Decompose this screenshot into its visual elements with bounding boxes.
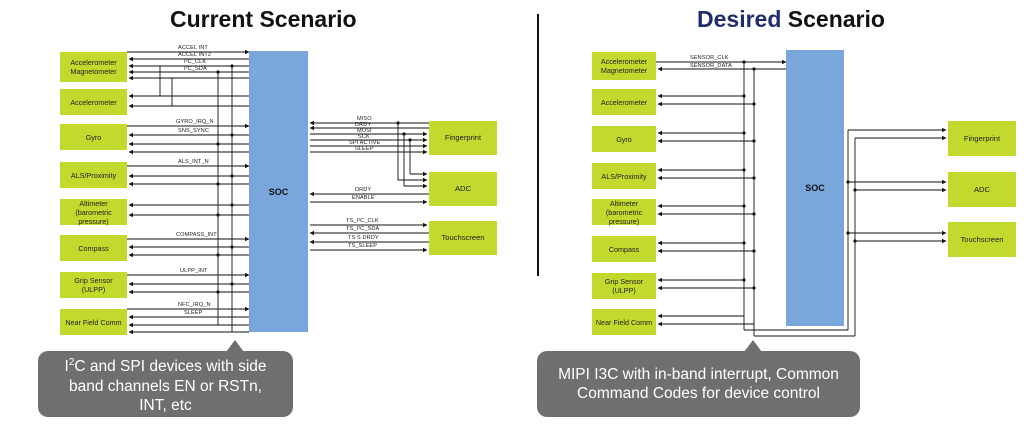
left-device-accel-mag: Accelerometer Magnetometer xyxy=(60,52,127,82)
signal-accel-int2: ACCEL INT2 xyxy=(178,52,212,58)
left-callout-line-1: I2C and SPI devices with side xyxy=(64,357,267,376)
signal-ts-clk: TS_I²C_CLK xyxy=(346,218,379,224)
left-peripheral-fingerprint: Fingerprint xyxy=(429,121,497,155)
right-title-accent: Desired xyxy=(697,6,782,32)
signal-sleep: SLEEP xyxy=(184,310,203,316)
right-device-altimeter: Altimeter (barometric pressure) xyxy=(592,199,656,226)
right-device-gyro: Gyro xyxy=(592,126,656,152)
signal-ulpp-int: ULPP_INT xyxy=(180,268,208,274)
right-peripheral-fingerprint: Fingerprint xyxy=(948,121,1016,156)
right-peripheral-touchscreen: Touchscreen xyxy=(948,222,1016,257)
right-callout-pointer xyxy=(744,340,762,352)
scenario-divider xyxy=(537,14,539,276)
signal-drdy: DRDY xyxy=(355,122,372,128)
left-peripheral-adc: ADC xyxy=(429,172,497,206)
left-callout-line-3: INT, etc xyxy=(139,396,192,414)
signal-sns-sync: SNS_SYNC xyxy=(178,128,209,134)
right-peripheral-adc: ADC xyxy=(948,172,1016,207)
right-soc: SOC xyxy=(786,50,844,326)
left-device-nfc: Near Field Comm xyxy=(60,309,127,335)
signal-accel-int: ACCEL INT xyxy=(178,45,208,51)
right-title: Desired Scenario xyxy=(697,6,885,33)
signal-i2c-sda: I²C_SDA xyxy=(184,66,207,72)
signal-ts-sda: TS_I²C_SDA xyxy=(346,226,380,232)
right-title-rest: Scenario xyxy=(781,6,885,32)
signal-mosi: MOSI xyxy=(357,128,372,134)
left-title: Current Scenario xyxy=(170,6,357,32)
signal-ts-sleep: TS_SLEEP xyxy=(348,243,378,249)
signal-ts-drdy: TS S DRDY xyxy=(348,235,379,241)
signal-sensor-clk: SENSOR_CLK xyxy=(690,55,729,61)
signal-miso: MISO xyxy=(357,116,372,122)
signal-i2c-clk: I²C_CLK xyxy=(184,59,207,65)
signal-gyro-irq-n: GYRO_IRQ_N xyxy=(176,119,214,125)
left-device-als: ALS/Proximity xyxy=(60,162,127,188)
left-device-altimeter: Altimeter (barometric pressure) xyxy=(60,199,127,226)
right-callout: MIPI I3C with in-band interrupt, Common … xyxy=(537,351,860,417)
left-device-grip-sensor: Grip Sensor (ULPP) xyxy=(60,272,127,298)
right-device-grip-sensor: Grip Sensor (ULPP) xyxy=(592,273,656,299)
signal-fp-sleep: SLEEP xyxy=(355,146,374,152)
signal-adc-drdy: DRDY xyxy=(355,187,372,193)
right-device-compass: Compass xyxy=(592,236,656,262)
right-device-als: ALS/Proximity xyxy=(592,163,656,189)
left-callout: I2C and SPI devices with side band chann… xyxy=(38,351,293,417)
right-device-accelerometer: Accelerometer xyxy=(592,89,656,115)
right-device-accel-mag: Accelerometer Magnetometer xyxy=(592,52,656,80)
signal-sck: SCK xyxy=(358,134,370,140)
left-soc: SOC xyxy=(249,51,308,332)
left-callout-pointer xyxy=(226,340,244,352)
signal-spi-active: SPI ACTIVE xyxy=(349,140,381,146)
left-device-accelerometer: Accelerometer xyxy=(60,89,127,115)
signal-als-int-n: ALS_INT_N xyxy=(178,159,209,165)
signal-sensor-data: SENSOR_DATA xyxy=(690,63,732,69)
left-device-compass: Compass xyxy=(60,235,127,261)
signal-compass-int: COMPASS_INT xyxy=(176,232,217,238)
right-device-nfc: Near Field Comm xyxy=(592,309,656,335)
signal-nfc-irq-n: NFC_IRQ_N xyxy=(178,302,211,308)
signal-adc-enable: ENABLE xyxy=(352,195,375,201)
left-peripheral-touchscreen: Touchscreen xyxy=(429,221,497,255)
left-callout-line-2: band channels EN or RSTn, xyxy=(69,377,262,395)
left-device-gyro: Gyro xyxy=(60,124,127,150)
